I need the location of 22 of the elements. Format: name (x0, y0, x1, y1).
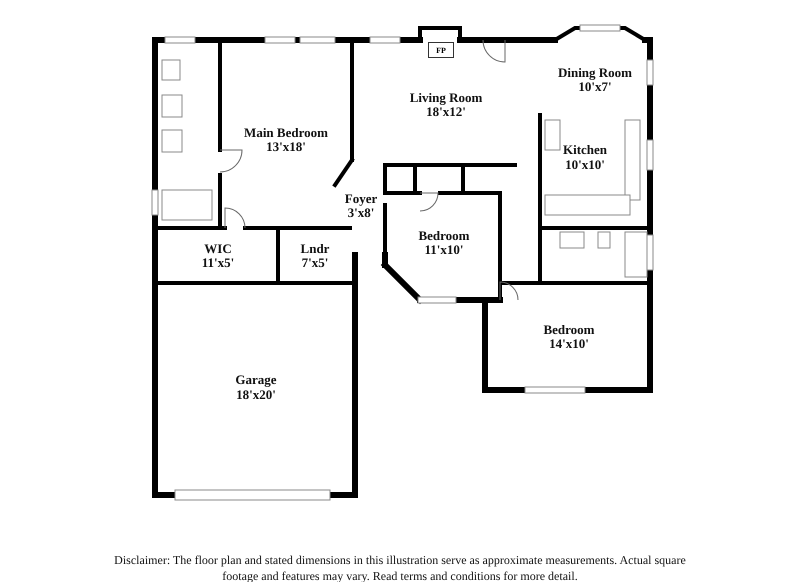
room-name: Bedroom (418, 228, 470, 243)
room-name: Dining Room (558, 66, 632, 80)
room-dimension: 11'x5' (202, 256, 234, 270)
room-dimension: 10'x7' (578, 80, 612, 94)
room-name: WIC (204, 242, 232, 256)
room-dimension: 13'x18' (266, 140, 306, 154)
room-name: Lndr (300, 242, 330, 256)
disclaimer-text: Disclaimer: The floor plan and stated dimensions in this illustration serve as approximate measurements. Actual square footage and features may vary. Read terms and conditions for more detail. (113, 553, 687, 582)
room-name: Bedroom (543, 322, 595, 337)
room-name: Living Room (410, 90, 482, 105)
room-dimension: 18'x20' (236, 388, 276, 402)
room-name: Garage (235, 373, 277, 388)
room-name: Foyer (344, 192, 378, 206)
room-dimension: 7'x5' (302, 256, 328, 270)
room-dimension: 10'x10' (565, 158, 605, 172)
room-name: Main Bedroom (244, 126, 328, 140)
room-dimension: 14'x10' (549, 337, 589, 352)
room-dimension: 11'x10' (424, 243, 464, 258)
fireplace-box: FP (428, 42, 454, 58)
room-dimension: 18'x12' (426, 105, 466, 120)
room-dimension: 3'x8' (348, 206, 374, 220)
room-name: Kitchen (562, 143, 608, 158)
